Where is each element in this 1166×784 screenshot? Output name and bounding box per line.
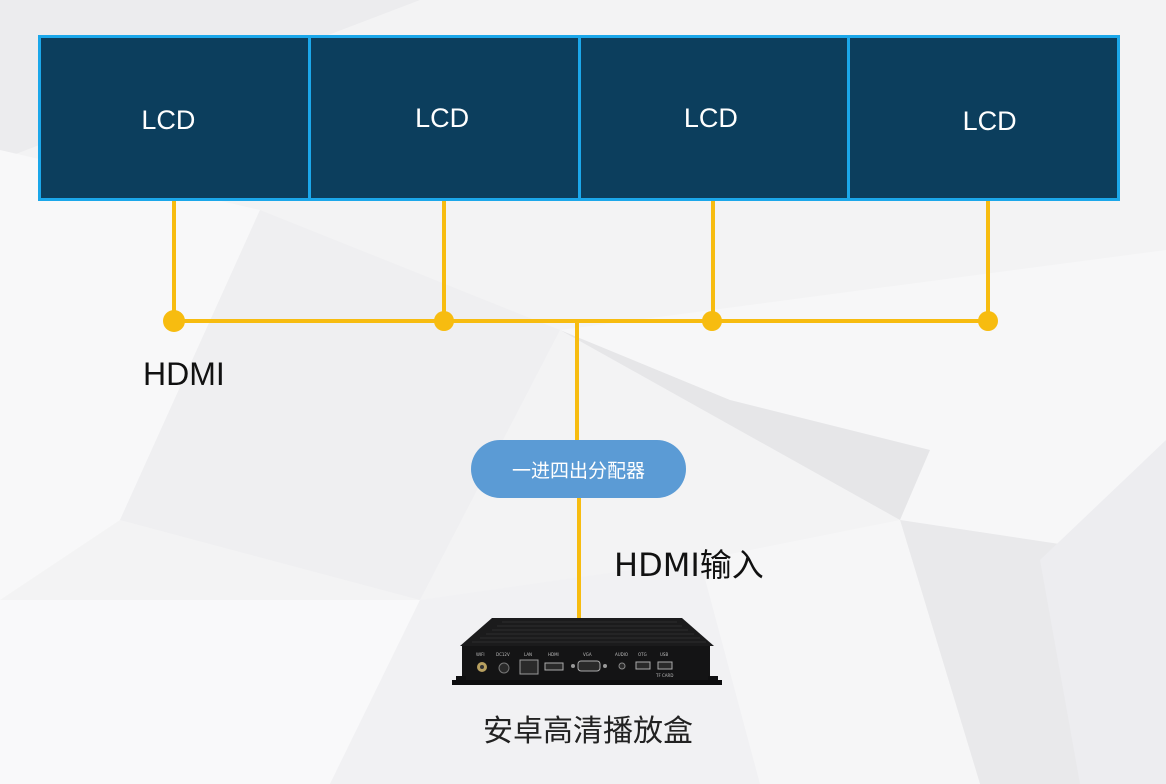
svg-text:DC12V: DC12V [496, 652, 510, 657]
svg-text:OTG: OTG [638, 652, 647, 657]
svg-text:VGA: VGA [583, 652, 592, 657]
lcd-panel-label: LCD [683, 102, 738, 133]
lcd-panel-3: LCD [581, 38, 851, 198]
lcd-panel-1: LCD [41, 38, 311, 198]
svg-text:LAN: LAN [524, 652, 532, 657]
junction-dot-2 [434, 311, 454, 331]
lcd-panel-4: LCD [850, 38, 1117, 198]
lcd-panel-label: LCD [415, 102, 470, 133]
lcd-video-wall: LCD LCD LCD LCD [38, 35, 1120, 201]
svg-text:AUDIO: AUDIO [615, 652, 628, 657]
lcd-panel-2: LCD [311, 38, 581, 198]
splitter-box: 一进四出分配器 [471, 440, 686, 498]
hdmi-label: HDMI [143, 356, 225, 392]
svg-text:TF CARD: TF CARD [655, 673, 673, 678]
svg-text:WIFI: WIFI [476, 652, 485, 657]
hdmi-input-label: HDMI输入 [614, 546, 764, 584]
junction-dot-1 [163, 310, 185, 332]
lcd-panel-label: LCD [962, 105, 1017, 136]
android-player-box-image: WIFI DC12V LAN HDMI VGA AUDIO OTG USB TF… [452, 618, 722, 685]
splitter-label: 一进四出分配器 [511, 459, 645, 482]
lcd-panel-label: LCD [141, 104, 196, 135]
junction-dot-3 [702, 311, 722, 331]
device-caption: 安卓高清播放盒 [483, 714, 693, 749]
svg-text:HDMI: HDMI [548, 652, 559, 657]
junction-dot-4 [978, 311, 998, 331]
svg-text:USB: USB [660, 652, 668, 657]
